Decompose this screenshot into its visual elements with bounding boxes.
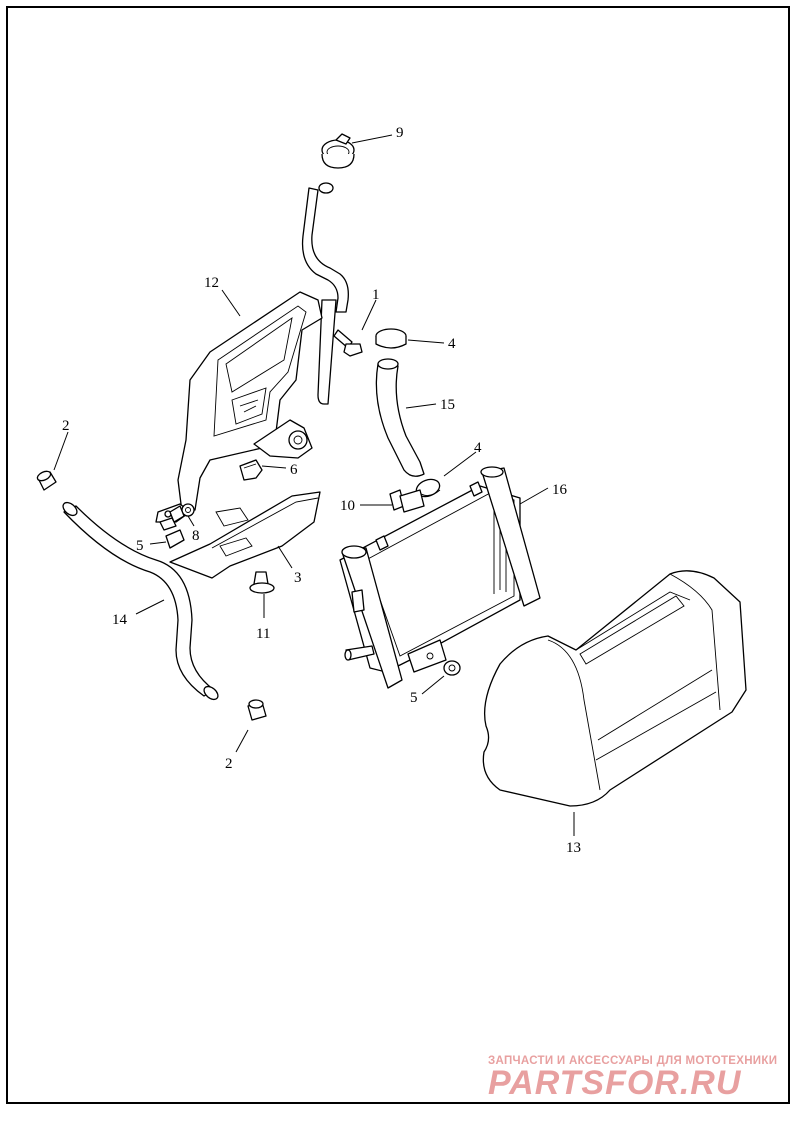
part-13-radiator-shroud <box>482 570 747 807</box>
callout-16: 16 <box>552 482 568 498</box>
part-11-screw <box>249 571 275 594</box>
callout-12: 12 <box>204 275 219 291</box>
part-2-cap-upper <box>36 470 57 491</box>
part-10-mount-tab <box>389 489 425 513</box>
callout-1: 1 <box>372 287 380 303</box>
drawing-border <box>6 6 790 1104</box>
callout-2-lower: 2 <box>225 756 233 772</box>
part-1-bolt <box>333 329 363 357</box>
part-12-radiator-bracket <box>155 291 323 523</box>
callout-11: 11 <box>256 626 270 642</box>
callout-3: 3 <box>294 570 302 586</box>
part-3-lower-cover <box>169 491 321 579</box>
part-5-washer-right <box>443 660 461 676</box>
callout-4-upper: 4 <box>448 336 456 352</box>
callout-14: 14 <box>112 612 128 628</box>
callout-4-lower: 4 <box>474 440 482 456</box>
part-9-hose-clamp <box>321 133 355 169</box>
part-4-hose-clamp-upper <box>375 328 407 349</box>
watermark-tagline: ЗАПЧАСТИ И АКСЕССУАРЫ ДЛЯ МОТОТЕХНИКИ <box>488 1055 778 1067</box>
callout-5-right: 5 <box>410 690 418 706</box>
part-6-clip <box>239 459 263 481</box>
callout-8: 8 <box>192 528 200 544</box>
callout-labels: 9 12 1 4 15 2 6 4 16 10 8 5 3 14 11 5 2 … <box>62 125 581 856</box>
upper-coolant-tube <box>301 182 349 405</box>
callout-15: 15 <box>440 397 455 413</box>
part-16-radiator <box>339 466 541 689</box>
leader-lines <box>53 134 575 836</box>
callout-2-upper: 2 <box>62 418 70 434</box>
callout-9: 9 <box>396 125 404 141</box>
callout-6: 6 <box>290 462 298 478</box>
watermark-logo: PARTSFOR.RU <box>488 1064 742 1102</box>
part-2-cap-lower <box>247 699 267 721</box>
callout-5-left: 5 <box>136 538 144 554</box>
part-15-radiator-hose <box>375 358 425 477</box>
part-5-screw-left <box>159 517 185 549</box>
part-14-lower-hose <box>62 501 219 701</box>
callout-10: 10 <box>340 498 355 514</box>
callout-13: 13 <box>566 840 581 856</box>
